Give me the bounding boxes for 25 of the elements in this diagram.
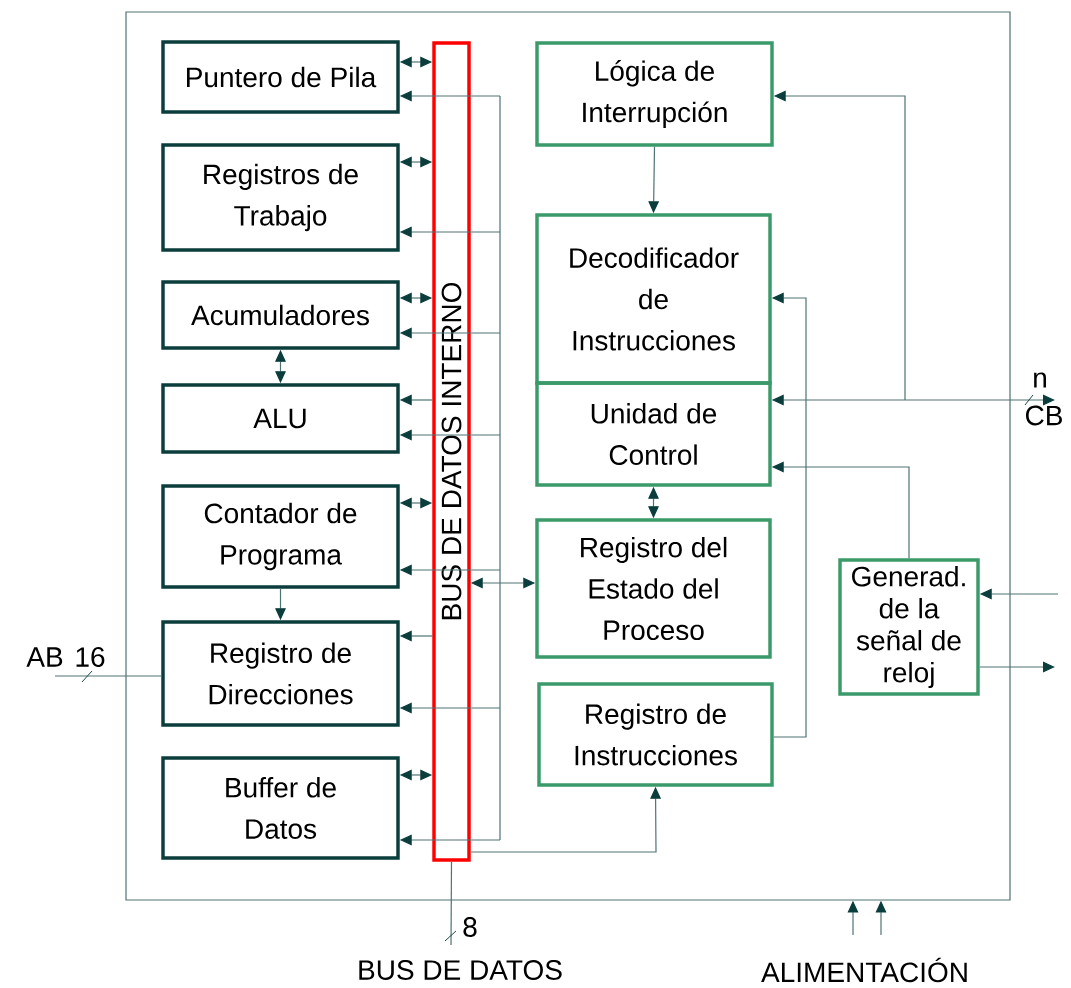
bus-name: BUS DE DATOS [359,960,562,980]
internal-bus-bar: BUS DE DATOS INTERNO [432,41,471,862]
control-box: Decodificador de Instrucciones [535,213,772,385]
register-box: Puntero de Pila [161,40,400,114]
bus-name: AB [26,647,63,667]
control-box: Registro del Estado del Proceso [535,518,772,659]
bus-name: CB [1026,405,1062,426]
register-box: Buffer de Datos [161,756,400,860]
register-box: Contador de Programa [161,484,400,589]
power-label: ALIMENTACIÓN [761,957,967,983]
address-bus-line [54,675,162,677]
control-box: Lógica de Interrupción [535,41,774,147]
register-box: Registros de Trabajo [161,143,400,252]
control-box: Unidad de Control [535,381,772,487]
bus-width: 16 [76,647,105,667]
data-bus-line [450,861,453,946]
arrow [979,661,1055,673]
chip-outline [125,11,1011,901]
register-box: Registro de Direcciones [161,620,400,727]
register-box: ALU [161,383,400,454]
bus-width: n [1034,372,1046,388]
clock-generator-box: Generad. de la señal de reloj [838,558,980,696]
bus-width: 8 [463,917,477,937]
register-box: Acumuladores [161,280,400,350]
control-box: Registro de Instrucciones [537,682,774,787]
